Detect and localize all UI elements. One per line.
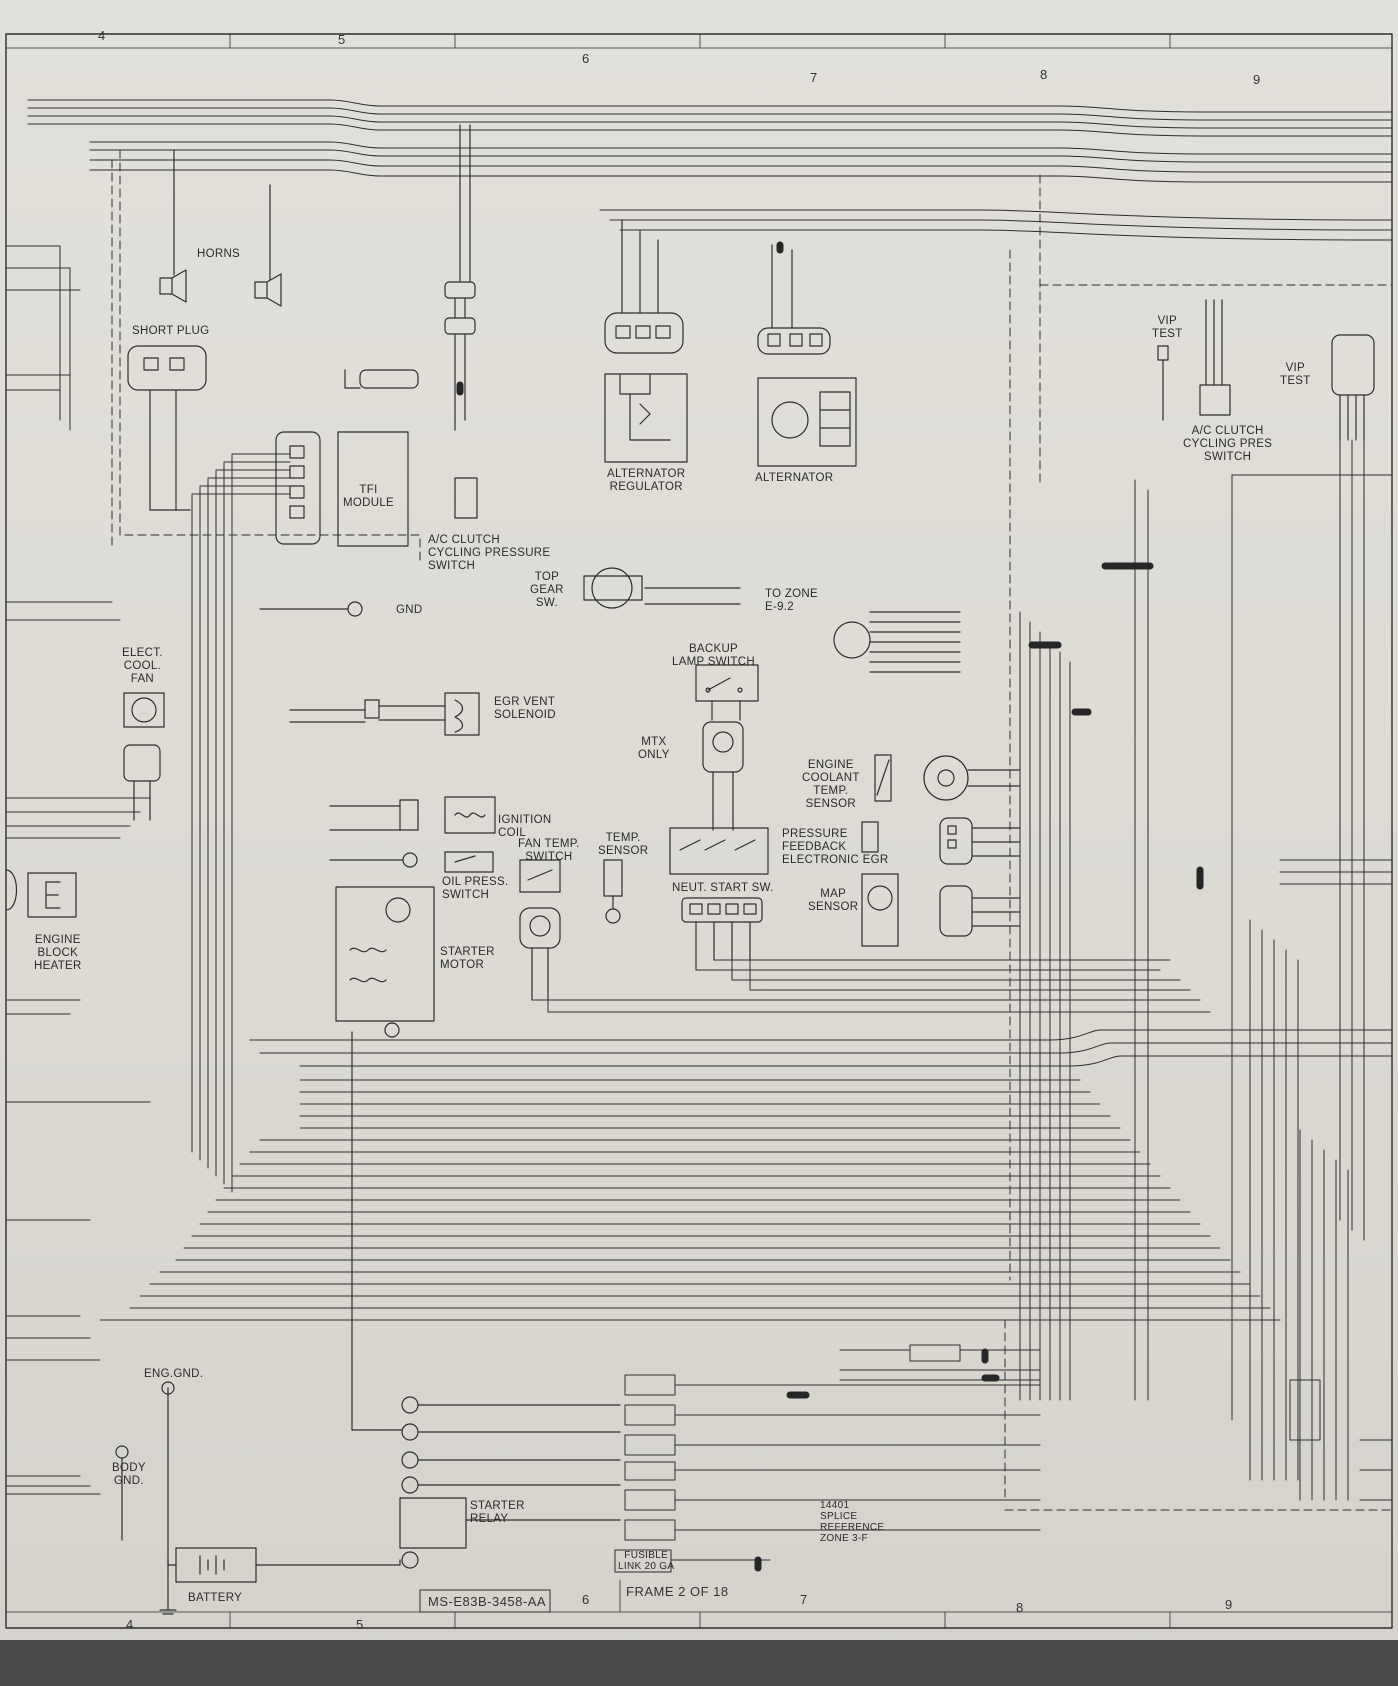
label-starter-relay: STARTER RELAY [470, 1500, 525, 1525]
frame-caption: FRAME 2 OF 18 [626, 1584, 729, 1599]
label-battery: BATTERY [188, 1592, 243, 1604]
zone-top-5: 5 [338, 32, 346, 47]
egr-vent-solenoid-symbol [289, 692, 480, 736]
tfi-connector [275, 431, 321, 545]
alternator-regulator-block [604, 373, 688, 463]
label-ignition-coil: IGNITION COIL [498, 814, 552, 839]
photo-edge-strip [0, 1640, 1398, 1686]
ac-clutch-connectors [444, 124, 478, 519]
neut-start-symbol [669, 827, 769, 875]
drawing-number: MS-E83B-3458-AA [428, 1594, 547, 1609]
label-backup-lamp-switch: BACKUP LAMP SWITCH [672, 643, 755, 668]
zone-bottom-5: 5 [356, 1617, 364, 1632]
zone-top-9: 9 [1253, 72, 1261, 87]
label-egr-vent-solenoid: EGR VENT SOLENOID [494, 696, 556, 721]
label-starter-motor: STARTER MOTOR [440, 946, 495, 971]
label-fan-temp-switch: FAN TEMP. SWITCH [518, 838, 580, 863]
tfi-module-box [337, 431, 409, 547]
vip-test-left [1157, 345, 1169, 421]
elect-cool-fan-symbol [123, 692, 165, 821]
alternator-block [757, 377, 857, 467]
label-temp-sensor: TEMP. SENSOR [598, 832, 649, 857]
label-pressure-feedback-egr: PRESSURE FEEDBACK ELECTRONIC EGR [782, 828, 889, 866]
horn-left-symbol [159, 269, 187, 303]
short-plug-symbol [127, 345, 207, 511]
starter-relay-block [351, 1031, 621, 1569]
label-vip-test-2: VIP TEST [1280, 362, 1311, 387]
label-horns: HORNS [197, 248, 241, 260]
label-alternator-regulator: ALTERNATOR REGULATOR [607, 468, 686, 493]
alternator-connector [757, 244, 831, 355]
harness-drops [531, 439, 1393, 1481]
eng-gnd-symbol [159, 1381, 177, 1615]
zone-top-4: 4 [98, 28, 106, 43]
label-elect-cool-fan: ELECT. COOL. FAN [122, 647, 163, 685]
fusible-link-boxes [614, 1344, 1041, 1573]
zone-bottom-7: 7 [800, 1592, 808, 1607]
label-short-plug: SHORT PLUG [132, 325, 210, 337]
label-alternator: ALTERNATOR [755, 472, 834, 484]
starter-motor-symbol [335, 886, 435, 1038]
label-top-gear-sw: TOP GEAR SW. [530, 571, 564, 609]
label-ac-clutch-left: A/C CLUTCH CYCLING PRESSURE SWITCH [428, 534, 551, 572]
dashed-wires [111, 149, 1393, 1511]
zone-ticks [229, 33, 1171, 1629]
oil-press-switch-symbol [329, 851, 494, 873]
backup-lamp-switch-symbol [695, 664, 759, 721]
battery-symbol [167, 1547, 401, 1583]
label-vip-test-1: VIP TEST [1152, 315, 1183, 340]
fan-temp-connector [519, 907, 561, 1001]
gnd-terminal [259, 601, 363, 617]
label-fusible-link: FUSIBLE LINK 20 GA [618, 1550, 675, 1572]
regulator-connector [604, 219, 684, 354]
zone-top-8: 8 [1040, 67, 1048, 82]
left-margin-wires [5, 245, 151, 1495]
tfi-feed-wires [191, 453, 291, 1193]
zone-bottom-9: 9 [1225, 1597, 1233, 1612]
label-engine-coolant-temp-sensor: ENGINE COOLANT TEMP. SENSOR [802, 759, 860, 810]
mtx-connector [702, 721, 744, 831]
label-eng-gnd: ENG.GND. [144, 1368, 204, 1380]
label-tfi-module: TFI MODULE [343, 484, 395, 509]
ect-sensor-symbol [874, 754, 1021, 802]
horn-right-symbol [254, 273, 282, 307]
ac-clutch-right-switch [1199, 299, 1231, 416]
label-to-zone: TO ZONE E-9.2 [765, 588, 819, 613]
zone-top-7: 7 [810, 70, 818, 85]
right-edge-wires [1279, 859, 1393, 1501]
label-neut-start-switch: NEUT. START SW. [672, 882, 774, 894]
zone-bottom-8: 8 [1016, 1600, 1024, 1615]
main-harness [99, 1029, 1393, 1321]
engine-block-heater-symbol [5, 869, 77, 918]
top-gear-switch-symbol [583, 567, 741, 609]
sheet-border [5, 33, 1393, 1629]
splice-blobs [456, 241, 1204, 1572]
fan-temp-switch-symbol [519, 859, 561, 893]
body-gnd-symbol [115, 1445, 129, 1541]
zone-bottom-6: 6 [582, 1592, 590, 1607]
zone-top-6: 6 [582, 51, 590, 66]
temp-sensor-symbol [603, 859, 623, 924]
label-body-gnd: BODY GND. [112, 1462, 146, 1487]
label-gnd: GND [396, 604, 423, 616]
zone-bottom-4: 4 [126, 1617, 134, 1632]
ignition-coil-symbol [329, 796, 496, 834]
pfe-sensor-symbol [861, 817, 1021, 865]
map-sensor-symbol [861, 873, 1021, 947]
label-splice-reference: 14401 SPLICE REFERENCE ZONE 3-F [820, 1500, 885, 1544]
edv-connector [344, 369, 419, 389]
zone-a18-connector [833, 611, 961, 673]
top-wire-bus [27, 99, 1393, 241]
neut-start-connector [681, 897, 763, 971]
label-oil-press-switch: OIL PRESS. SWITCH [442, 876, 509, 901]
label-map-sensor: MAP SENSOR [808, 888, 859, 913]
label-engine-block-heater: ENGINE BLOCK HEATER [34, 934, 82, 972]
vip-test-right-connector [1331, 334, 1375, 441]
label-mtx-only: MTX ONLY [638, 736, 670, 761]
label-ac-clutch-right: A/C CLUTCH CYCLING PRES SWITCH [1183, 425, 1273, 463]
